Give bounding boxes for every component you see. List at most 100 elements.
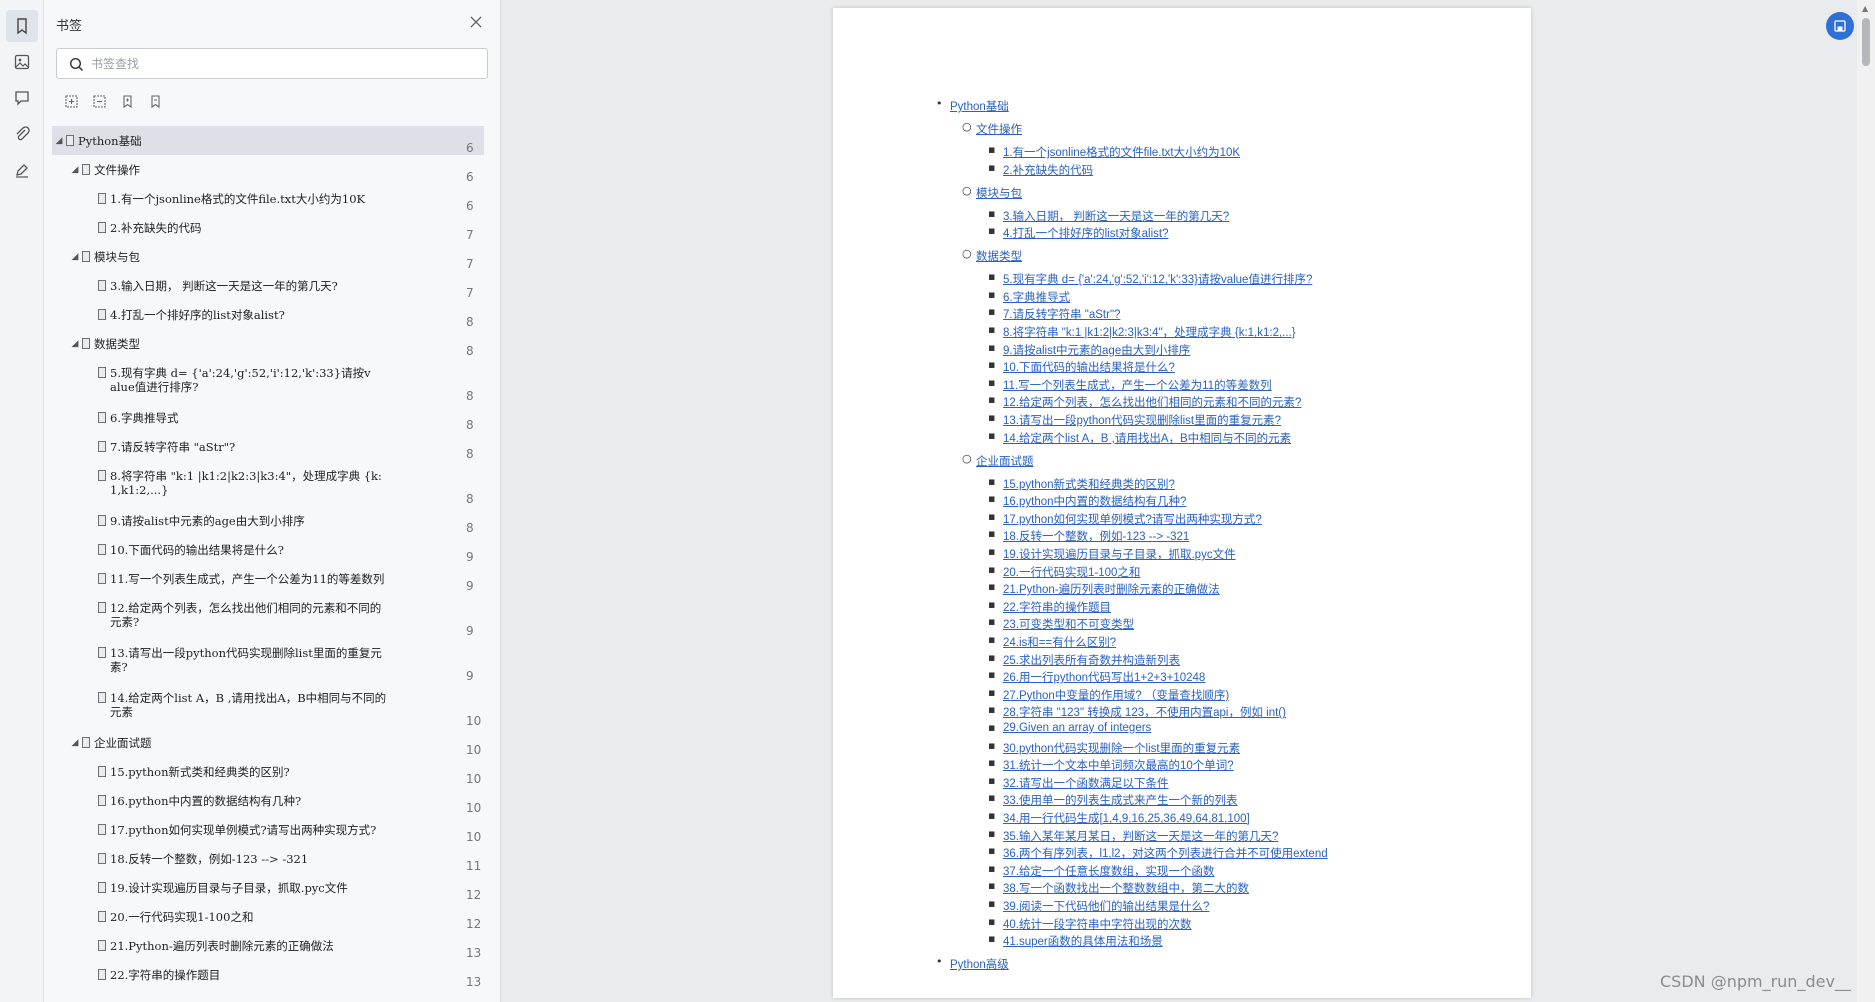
toc-link[interactable]: 5.现有字典 d= {'a':24,'g':52,'i':12,'k':33}请… — [1003, 274, 1313, 287]
toc-link[interactable]: 20.一行代码实现1-100之和 — [1003, 566, 1141, 579]
toc-link[interactable]: 3.输入日期， 判断这一天是这一年的第几天? — [1003, 210, 1230, 223]
bookmark-search-input[interactable] — [91, 49, 481, 78]
toc-link[interactable]: 13.请写出一段python代码实现删除list里面的重复元素? — [1003, 415, 1281, 427]
signature-panel-button[interactable] — [6, 154, 38, 186]
toc-link[interactable]: 28.字符串 "123" 转换成 123，不使用内置api，例如 int() — [1003, 707, 1286, 720]
toc-link[interactable]: 39.阅读一下代码他们的输出结果是什么? — [1003, 901, 1210, 913]
bookmark-icon — [98, 544, 106, 555]
bookmark-label: 14.给定两个list A，B ,请用找出A，B中相同与不同的 — [110, 691, 387, 705]
toc-section-link[interactable]: Python高级 — [950, 959, 1009, 972]
toc-link[interactable]: 21.Python-遍历列表时删除元素的正确做法 — [1003, 584, 1220, 597]
bookmark-item[interactable]: 15.python新式类和经典类的区别?10 — [52, 757, 484, 786]
toc-section-link[interactable]: 企业面试题 — [976, 455, 1034, 468]
toc-bullet: ▪ — [988, 633, 996, 646]
collapse-all-button[interactable] — [90, 92, 108, 110]
toc-link[interactable]: 7.请反转字符串 "aStr"? — [1003, 309, 1121, 322]
toc-link[interactable]: 35.输入某年某月某日，判断这一天是这一年的第几天? — [1003, 830, 1279, 843]
attachment-panel-button[interactable] — [6, 118, 38, 150]
toc-link[interactable]: 29.Given an array of integers — [1003, 722, 1152, 734]
toc-link[interactable]: 17.python如何实现单例模式?请写出两种实现方式? — [1003, 513, 1262, 526]
toc-section-link[interactable]: 数据类型 — [976, 251, 1022, 264]
bookmark-item[interactable]: 13.请写出一段python代码实现删除list里面的重复元素?9 — [52, 638, 484, 683]
scrollbar-thumb[interactable] — [1862, 18, 1870, 66]
bookmark-item[interactable]: 16.python中内置的数据结构有几种?10 — [52, 786, 484, 815]
toc-link[interactable]: 11.写一个列表生成式，产生一个公差为11的等差数列 — [1003, 379, 1272, 392]
page-scrollbar[interactable]: ▲ — [1857, 0, 1875, 1002]
toc-link[interactable]: 32.请写出一个函数满足以下条件 — [1003, 777, 1169, 790]
expand-arrow-icon[interactable]: ◢ — [71, 339, 79, 349]
bookmark-icon — [98, 441, 106, 452]
bookmark-panel-button[interactable] — [6, 10, 38, 42]
floating-action-button[interactable] — [1826, 12, 1854, 40]
toc-link[interactable]: 22.字符串的操作题目 — [1003, 601, 1111, 614]
delete-bookmark-button[interactable] — [146, 92, 164, 110]
toc-link[interactable]: 41.super函数的具体用法和场景 — [1003, 936, 1163, 949]
bookmark-label-continued: 素? — [110, 660, 128, 674]
toc-link[interactable]: 25.求出列表所有奇数并构造新列表 — [1003, 654, 1180, 667]
toc-link[interactable]: 27.Python中变量的作用域? （变量查找顺序) — [1003, 689, 1230, 702]
bookmark-label: 15.python新式类和经典类的区别? — [110, 765, 290, 779]
expand-arrow-icon[interactable]: ◢ — [71, 165, 79, 175]
toc-link[interactable]: 37.给定一个任意长度数组，实现一个函数 — [1003, 865, 1215, 878]
comment-panel-button[interactable] — [6, 82, 38, 114]
toc-link[interactable]: 31.统计一个文本中单词频次最高的10个单词? — [1003, 760, 1234, 773]
toc-link[interactable]: 18.反转一个整数，例如-123 --> -321 — [1003, 531, 1190, 544]
toc-link[interactable]: 40.统计一段字符串中字符出现的次数 — [1003, 918, 1192, 931]
toc-link[interactable]: 26.用一行python代码写出1+2+3+10248 — [1003, 672, 1206, 685]
bookmark-item[interactable]: 5.现有字典 d= {'a':24,'g':52,'i':12,'k':33}请… — [52, 358, 484, 403]
bookmark-item[interactable]: 4.打乱一个排好序的list对象alist?8 — [52, 300, 484, 329]
bookmark-item[interactable]: 8.将字符串 "k:1 |k1:2|k2:3|k3:4"，处理成字典 {k:1,… — [52, 461, 484, 506]
toc-section-link[interactable]: Python基础 — [950, 101, 1009, 113]
bookmark-item[interactable]: 17.python如何实现单例模式?请写出两种实现方式?10 — [52, 815, 484, 844]
close-icon[interactable] — [468, 14, 484, 30]
bookmark-item[interactable]: 3.输入日期， 判断这一天是这一年的第几天?7 — [52, 271, 484, 300]
bookmark-item[interactable]: 7.请反转字符串 "aStr"?8 — [52, 432, 484, 461]
expand-arrow-icon[interactable]: ◢ — [71, 738, 79, 748]
toc-section-link[interactable]: 模块与包 — [976, 187, 1022, 200]
toc-link[interactable]: 6.字典推导式 — [1003, 291, 1071, 304]
toc-link[interactable]: 15.python新式类和经典类的区别? — [1003, 478, 1175, 491]
toc-link[interactable]: 14.给定两个list A，B ,请用找出A，B中相同与不同的元素 — [1003, 432, 1292, 445]
toc-link[interactable]: 12.给定两个列表，怎么找出他们相同的元素和不同的元素? — [1003, 397, 1302, 410]
toc-section-link[interactable]: 文件操作 — [976, 124, 1022, 136]
toc-link[interactable]: 16.python中内置的数据结构有几种? — [1003, 496, 1187, 509]
toc-link[interactable]: 24.is和==有什么区别? — [1003, 637, 1117, 649]
toc-link[interactable]: 10.下面代码的输出结果将是什么? — [1003, 362, 1175, 375]
toc-link[interactable]: 2.补充缺失的代码 — [1003, 164, 1094, 177]
expand-arrow-icon[interactable]: ◢ — [55, 136, 63, 146]
toc-link[interactable]: 9.请按alist中元素的age由大到小排序 — [1003, 344, 1191, 357]
toc-link[interactable]: 19.设计实现遍历目录与子目录，抓取.pyc文件 — [1003, 549, 1236, 561]
toc-link[interactable]: 38.写一个函数找出一个整数数组中，第二大的数 — [1003, 883, 1249, 896]
toc-link[interactable]: 33.使用单一的列表生成式来产生一个新的列表 — [1003, 795, 1238, 808]
bookmark-item[interactable]: 10.下面代码的输出结果将是什么?9 — [52, 535, 484, 564]
expand-all-button[interactable] — [62, 92, 80, 110]
expand-arrow-icon[interactable]: ◢ — [71, 252, 79, 262]
toc-link[interactable]: 34.用一行代码生成[1,4,9,16,25,36,49,64,81,100] — [1003, 813, 1250, 825]
scroll-up-icon[interactable]: ▲ — [1862, 4, 1869, 13]
thumbnail-panel-button[interactable] — [6, 46, 38, 78]
toc-link[interactable]: 36.两个有序列表，l1,l2，对这两个列表进行合并不可使用extend — [1003, 848, 1328, 861]
add-bookmark-button[interactable] — [118, 92, 136, 110]
toc-link[interactable]: 4.打乱一个排好序的list对象alist? — [1003, 228, 1169, 241]
toc-link[interactable]: 23.可变类型和不可变类型 — [1003, 619, 1134, 632]
toc-link[interactable]: 30.python代码实现删除一个list里面的重复元素 — [1003, 742, 1241, 755]
toc-link[interactable]: 1.有一个jsonline格式的文件file.txt大小约为10K — [1003, 147, 1241, 159]
bookmark-item[interactable]: 12.给定两个列表，怎么找出他们相同的元素和不同的元素?9 — [52, 593, 484, 638]
toc-link[interactable]: 8.将字符串 "k:1 |k1:2|k2:3|k3:4"，处理成字典 {k:1,… — [1003, 327, 1296, 339]
